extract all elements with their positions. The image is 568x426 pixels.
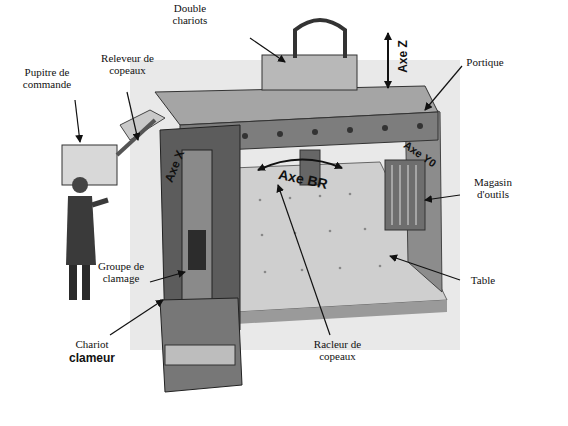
operator [66,177,108,300]
part-label: clameur [62,352,122,365]
part-label: Chariot [62,338,122,350]
leader-lines [75,33,462,335]
part-label: Table [458,274,508,286]
tool-magazine [385,160,425,230]
clamping-carriage [160,298,242,392]
carriage-loop [295,20,345,58]
part-label: Portique [455,56,515,68]
part-label: Pupitre de commande [14,66,80,90]
table-edge [236,300,447,324]
desk-arm [117,120,155,155]
axis-label: Axe Z [397,32,410,82]
part-label: Groupe de clamage [86,260,156,284]
chip-lifter [120,110,165,140]
tool-slots [392,165,416,225]
part-label: Double chariots [160,2,220,26]
part-label: Racleur de copeaux [300,338,375,362]
double-carriage [262,55,357,90]
clamp-cylinder [188,230,206,270]
clamping-group [182,150,212,310]
carriage-plate [165,345,235,365]
control-desk [62,145,117,185]
part-label: Magasin d'outils [458,176,528,200]
part-label: Releveur de copeaux [90,52,165,76]
